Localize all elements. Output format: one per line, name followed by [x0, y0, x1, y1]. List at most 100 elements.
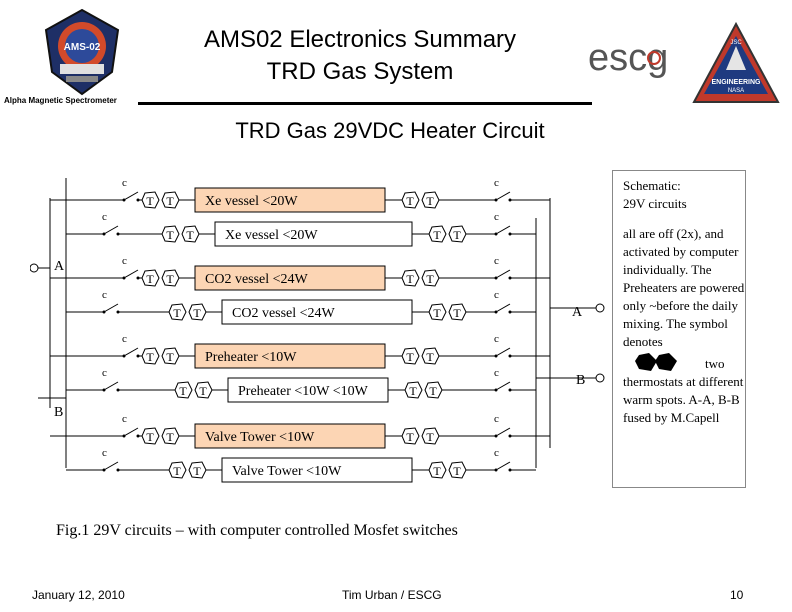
switch-contact	[494, 354, 498, 358]
heater-label: Valve Tower <10W	[232, 464, 342, 479]
switch-blade	[103, 381, 119, 391]
switch-c-label: c	[494, 177, 499, 189]
switch-contact	[508, 468, 512, 472]
thermostat-body	[174, 381, 193, 399]
terminal-a-right-label: A	[572, 305, 583, 320]
thermostat-icon: T	[161, 427, 180, 445]
heater-element-box	[194, 265, 386, 291]
thermostat-label: T	[409, 384, 417, 398]
switch-blade	[495, 191, 511, 201]
thermostat-body	[181, 225, 200, 243]
thermostat-body	[161, 191, 180, 209]
switch-c-label: c	[494, 211, 499, 223]
thermostat-icon: T	[141, 347, 160, 365]
thermostat-body	[401, 191, 420, 209]
switch-blade	[123, 269, 139, 279]
switch-contact	[136, 198, 140, 202]
switch-c-label: c	[102, 367, 107, 379]
thermostat-label: T	[426, 430, 434, 444]
footer-date: January 12, 2010	[32, 588, 125, 602]
thermostat-label: T	[173, 306, 181, 320]
mosfet-switch-icon: c	[488, 367, 518, 392]
switch-blade	[495, 269, 511, 279]
thermostat-body	[401, 347, 420, 365]
thermostat-icon: T	[174, 381, 193, 399]
switch-contact	[494, 276, 498, 280]
nasa-patch-bottom: NASA	[728, 88, 744, 94]
mosfet-switch-icon: c	[96, 211, 126, 236]
terminal-b-left-label: B	[54, 405, 63, 420]
thermostat-label: T	[146, 272, 154, 286]
mosfet-switch-icon: c	[116, 177, 146, 202]
thermostat-body	[141, 191, 160, 209]
thermostat-icon: T	[421, 269, 440, 287]
footer-page-number: 10	[730, 588, 744, 602]
switch-blade	[103, 461, 119, 471]
switch-c-label: c	[122, 413, 127, 425]
thermostat-icon: T	[428, 461, 447, 479]
mosfet-switch-icon: c	[116, 413, 146, 438]
switch-contact	[122, 354, 126, 358]
nasa-engineering-patch: JSC ENGINEERING NASA	[692, 21, 780, 104]
thermostat-icon: T	[421, 347, 440, 365]
thermostat-body	[428, 225, 447, 243]
switch-contact	[508, 388, 512, 392]
thermostat-body	[161, 427, 180, 445]
thermostat-icon: T	[421, 191, 440, 209]
terminal-a-left	[30, 263, 39, 273]
heater-label: CO2 vessel <24W	[205, 272, 309, 287]
mosfet-switch-icon: c	[488, 333, 518, 358]
switch-contact	[116, 310, 120, 314]
thermostat-icon: T	[194, 381, 213, 399]
thermostat-label: T	[453, 464, 461, 478]
thermostat-body	[448, 225, 467, 243]
thermostat-label: T	[179, 384, 187, 398]
switch-c-label: c	[122, 333, 127, 345]
thermostat-body	[168, 461, 187, 479]
switch-blade	[495, 381, 511, 391]
thermostat-body	[428, 461, 447, 479]
switch-c-label: c	[494, 289, 499, 301]
thermostat-icon: T	[161, 347, 180, 365]
switch-c-label: c	[102, 211, 107, 223]
mosfet-switch-icon: c	[488, 255, 518, 280]
switch-c-label: c	[494, 413, 499, 425]
switch-contact	[136, 276, 140, 280]
thermostat-icon: T	[161, 225, 180, 243]
heater-element-box	[221, 299, 413, 325]
mosfet-switch-icon: c	[488, 211, 518, 236]
thermostat-body	[168, 303, 187, 321]
thermostat-icon: T	[188, 461, 207, 479]
switch-blade	[123, 347, 139, 357]
thermostat-body	[421, 269, 440, 287]
switch-contact	[494, 310, 498, 314]
heater-element-box	[194, 423, 386, 449]
thermostat-icon: T	[448, 303, 467, 321]
switch-blade	[495, 225, 511, 235]
thermostat-body	[141, 427, 160, 445]
thermostat-icon: T	[448, 225, 467, 243]
title-line-2: TRD Gas System	[266, 58, 454, 85]
switch-c-label: c	[494, 255, 499, 267]
switch-contact	[136, 434, 140, 438]
switch-c-label: c	[494, 447, 499, 459]
switch-contact	[102, 468, 106, 472]
switch-blade	[123, 191, 139, 201]
switch-c-label: c	[102, 447, 107, 459]
thermostat-body	[161, 347, 180, 365]
ams-badge-icon: AMS-02	[44, 8, 120, 96]
thermostat-body	[448, 303, 467, 321]
switch-c-label: c	[122, 177, 127, 189]
footer-author: Tim Urban / ESCG	[342, 588, 442, 602]
thermostat-body	[401, 427, 420, 445]
thermostat-label: T	[186, 228, 194, 242]
thermostat-label: T	[173, 464, 181, 478]
switch-blade	[495, 347, 511, 357]
slide-subtitle: TRD Gas 29VDC Heater Circuit	[235, 118, 545, 143]
